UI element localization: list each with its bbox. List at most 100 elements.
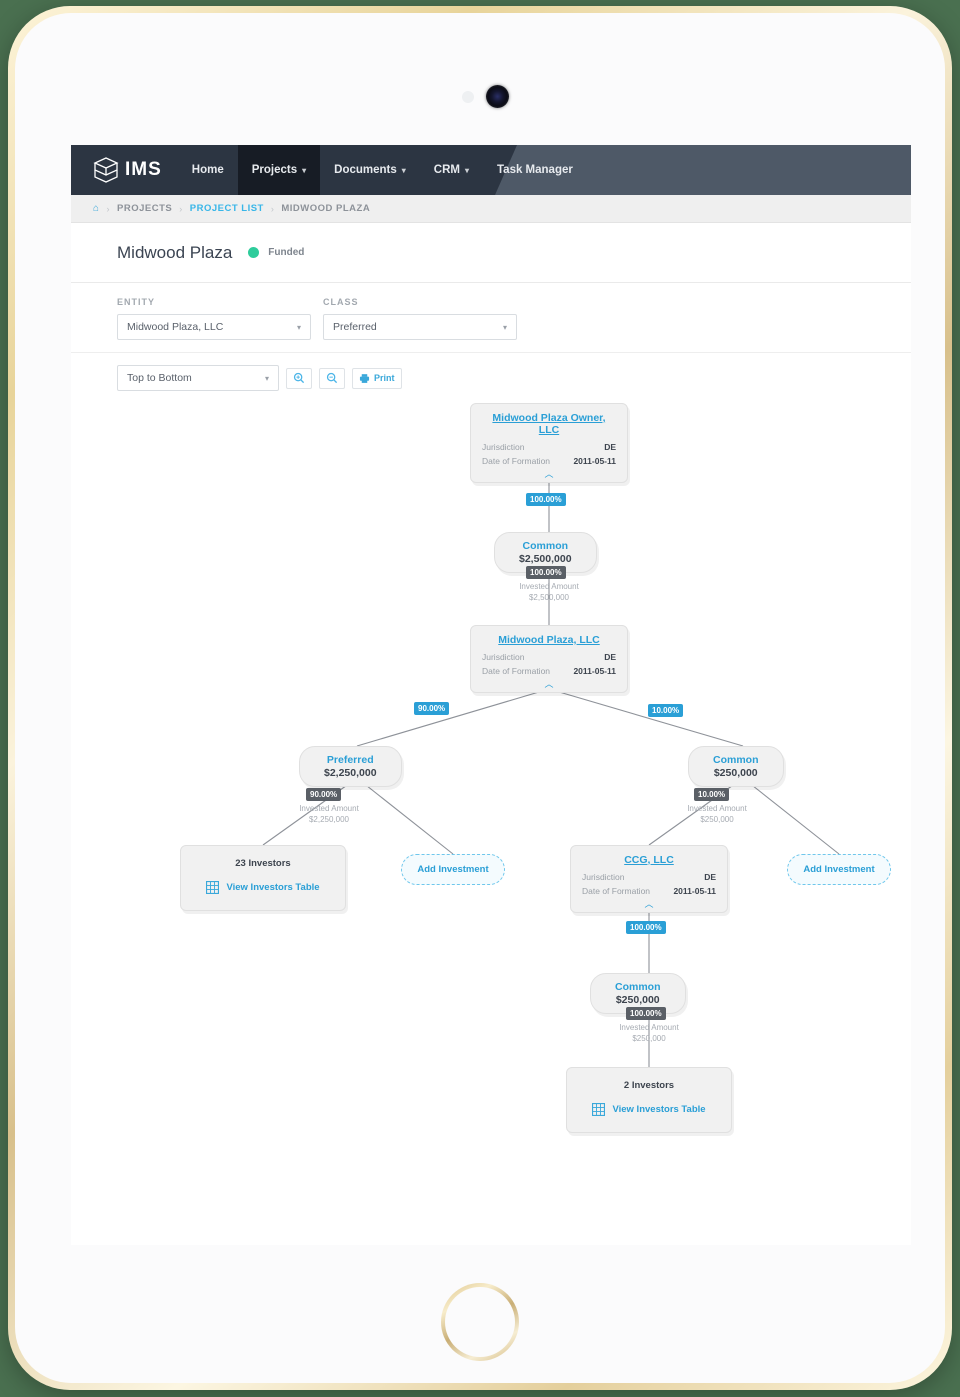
view-investors-table-link[interactable]: View Investors Table xyxy=(181,881,345,894)
zoom-out-button[interactable] xyxy=(319,367,345,389)
add-investment-button-preferred[interactable]: Add Investment xyxy=(401,854,505,885)
entity-formation-value: 2011-05-11 xyxy=(673,886,716,896)
nav-item-label: CRM xyxy=(433,164,460,176)
page-title: Midwood Plaza xyxy=(117,242,233,262)
breadcrumb-item-project-list[interactable]: PROJECT LIST xyxy=(189,203,264,214)
status-dot-icon xyxy=(248,247,260,258)
entity-formation-value: 2011-05-11 xyxy=(573,456,616,466)
chevron-down-icon: ▾ xyxy=(264,373,269,383)
front-camera-icon xyxy=(486,85,509,108)
class-filter-label: CLASS xyxy=(323,297,359,307)
nav-item-label: Projects xyxy=(251,164,298,176)
chevron-up-icon[interactable]: ︿ xyxy=(544,469,554,479)
nav-item-documents[interactable]: Documents ▾ xyxy=(320,145,420,195)
chevron-down-icon: ▾ xyxy=(502,322,507,332)
edge-badge-ownership: 10.00% xyxy=(648,704,684,717)
class-node-name: Common xyxy=(522,540,569,552)
edge-invested-amount-label: Invested Amount xyxy=(619,1023,679,1032)
printer-icon xyxy=(359,373,370,383)
entity-jurisdiction-label: Jurisdiction xyxy=(582,872,625,882)
edge-invested-amount: Invested Amount $250,000 xyxy=(589,1022,709,1044)
brand-logo[interactable]: IMS xyxy=(71,145,178,195)
edge-badge-ownership: 90.00% xyxy=(306,788,342,801)
add-investment-button-common[interactable]: Add Investment xyxy=(787,854,891,885)
table-grid-icon xyxy=(592,1103,606,1116)
breadcrumb-separator: › xyxy=(179,203,183,214)
edge-invested-amount-label: Invested Amount xyxy=(687,804,747,813)
zoom-in-magnifier-icon xyxy=(293,372,305,384)
entity-node-ccg[interactable]: CCG, LLC Jurisdiction DE Date of Formati… xyxy=(570,845,728,913)
edge-badge-ownership: 100.00% xyxy=(526,493,566,506)
view-investors-table-label: View Investors Table xyxy=(226,882,320,893)
class-node-common-250000[interactable]: Common $250,000 xyxy=(688,746,784,787)
edge-invested-amount: Invested Amount $2,250,000 xyxy=(269,803,389,825)
entity-node-midwood-plaza[interactable]: Midwood Plaza, LLC Jurisdiction DE Date … xyxy=(470,625,628,693)
class-node-amount: $2,500,000 xyxy=(519,553,572,565)
orientation-select-value: Top to Bottom xyxy=(127,372,192,384)
org-chart: Midwood Plaza Owner, LLC Jurisdiction DE… xyxy=(71,397,911,1167)
breadcrumb-separator: › xyxy=(270,203,275,214)
chevron-down-icon: ▾ xyxy=(302,165,307,175)
status-badge: Funded xyxy=(248,247,304,258)
entity-formation-row: Date of Formation 2011-05-11 xyxy=(482,666,616,676)
entity-jurisdiction-row: Jurisdiction DE xyxy=(482,652,616,662)
edge-invested-amount: Invested Amount $2,500,000 xyxy=(489,581,609,603)
edge-badge-ownership: 100.00% xyxy=(526,566,566,579)
entity-select[interactable]: Midwood Plaza, LLC ▾ xyxy=(117,314,311,340)
entity-node-name[interactable]: Midwood Plaza, LLC xyxy=(498,634,600,646)
edge-badge-ownership: 10.00% xyxy=(694,788,730,801)
table-grid-icon xyxy=(206,881,220,894)
entity-jurisdiction-value: DE xyxy=(604,442,616,452)
entity-formation-value: 2011-05-11 xyxy=(573,666,616,676)
ambient-sensor-icon xyxy=(462,91,474,103)
nav-item-task-manager[interactable]: Task Manager xyxy=(483,145,587,195)
edge-invested-amount-value: $250,000 xyxy=(632,1034,666,1043)
entity-formation-row: Date of Formation 2011-05-11 xyxy=(482,456,616,466)
class-node-amount: $2,250,000 xyxy=(324,767,377,779)
orientation-select[interactable]: Top to Bottom ▾ xyxy=(117,365,279,391)
class-node-name: Common xyxy=(615,981,661,993)
print-button[interactable]: Print xyxy=(352,367,402,389)
chevron-down-icon: ▾ xyxy=(401,165,406,175)
edge-invested-amount-value: $2,250,000 xyxy=(308,815,350,824)
view-investors-table-link[interactable]: View Investors Table xyxy=(567,1103,731,1116)
breadcrumb-item-projects[interactable]: PROJECTS xyxy=(117,203,173,214)
entity-formation-label: Date of Formation xyxy=(582,886,651,896)
chevron-down-icon: ▾ xyxy=(464,165,469,175)
nav-item-label: Documents xyxy=(334,164,397,176)
entity-node-name[interactable]: CCG, LLC xyxy=(624,854,674,866)
chevron-up-icon[interactable]: ︿ xyxy=(544,679,554,689)
investors-count-label: 23 Investors xyxy=(235,858,291,869)
tablet-bezel: IMS Home Projects ▾ Documents ▾ xyxy=(15,13,945,1383)
class-select[interactable]: Preferred ▾ xyxy=(323,314,517,340)
home-icon[interactable]: ⌂ xyxy=(93,203,100,214)
view-investors-table-label: View Investors Table xyxy=(612,1104,706,1115)
entity-node-midwood-plaza-owner[interactable]: Midwood Plaza Owner, LLC Jurisdiction DE… xyxy=(470,403,628,483)
entity-node-name[interactable]: Midwood Plaza Owner, LLC xyxy=(492,412,606,436)
top-navigation-bar: IMS Home Projects ▾ Documents ▾ xyxy=(71,145,911,195)
investors-node-23[interactable]: 23 Investors View Investors Table xyxy=(180,845,346,911)
filters-bar: ENTITY Midwood Plaza, LLC ▾ CLASS Prefer… xyxy=(71,283,911,353)
nav-item-crm[interactable]: CRM ▾ xyxy=(420,145,483,195)
investors-count-label: 2 Investors xyxy=(623,1080,675,1091)
home-button[interactable] xyxy=(441,1283,519,1361)
edge-invested-amount-value: $250,000 xyxy=(700,815,734,824)
ims-cube-logo-icon xyxy=(93,157,119,183)
nav-item-projects[interactable]: Projects ▾ xyxy=(237,145,321,195)
brand-logo-text: IMS xyxy=(125,159,162,180)
chevron-up-icon[interactable]: ︿ xyxy=(644,899,654,909)
status-label: Funded xyxy=(268,247,305,258)
investors-node-2[interactable]: 2 Investors View Investors Table xyxy=(566,1067,732,1133)
class-node-name: Common xyxy=(713,754,759,766)
class-node-preferred-2250000[interactable]: Preferred $2,250,000 xyxy=(299,746,402,787)
entity-jurisdiction-row: Jurisdiction DE xyxy=(482,442,616,452)
tablet-device-frame: IMS Home Projects ▾ Documents ▾ xyxy=(8,6,952,1390)
entity-jurisdiction-label: Jurisdiction xyxy=(482,442,525,452)
edge-badge-ownership: 100.00% xyxy=(626,1007,666,1020)
entity-formation-row: Date of Formation 2011-05-11 xyxy=(582,886,716,896)
nav-item-home[interactable]: Home xyxy=(178,145,238,195)
zoom-in-button[interactable] xyxy=(286,367,312,389)
entity-formation-label: Date of Formation xyxy=(482,666,551,676)
entity-filter: ENTITY Midwood Plaza, LLC ▾ xyxy=(117,297,311,340)
